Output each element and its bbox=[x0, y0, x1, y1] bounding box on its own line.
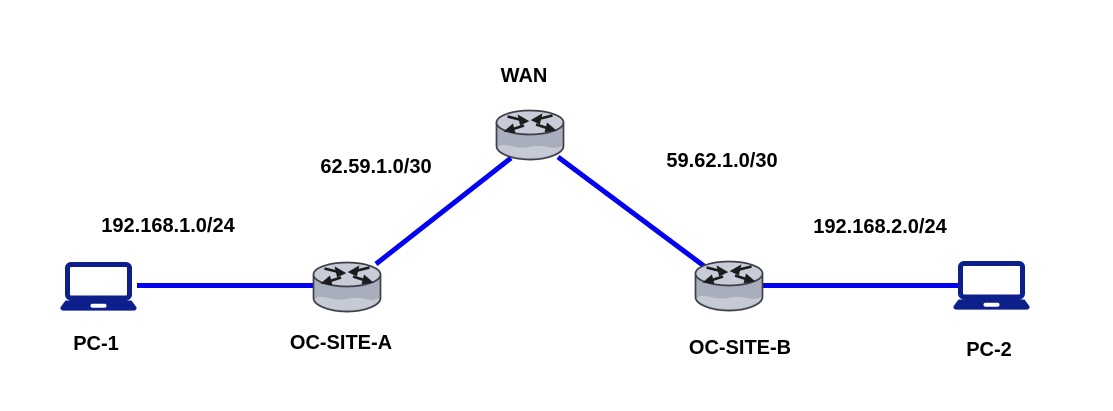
laptop-icon bbox=[953, 261, 1030, 310]
oc-site-a-node-label: OC-SITE-A bbox=[289, 332, 393, 354]
wan-node-label: WAN bbox=[500, 65, 548, 87]
subnet-label-wan-a: 62.59.1.0/30 bbox=[320, 156, 432, 178]
node-pc2 bbox=[953, 261, 1030, 310]
node-wan bbox=[495, 109, 565, 161]
laptop-icon bbox=[60, 262, 137, 311]
node-oc-site-b bbox=[693, 260, 765, 312]
subnet-label-wan-b: 59.62.1.0/30 bbox=[666, 150, 778, 172]
pc2-node-label: PC-2 bbox=[966, 339, 1012, 361]
node-oc-site-a bbox=[311, 261, 383, 313]
oc-site-b-node-label: OC-SITE-B bbox=[688, 337, 792, 359]
router-icon bbox=[495, 109, 565, 161]
link-site-a-to-wan bbox=[374, 156, 513, 266]
pc1-node-label: PC-1 bbox=[73, 333, 119, 355]
router-icon bbox=[693, 260, 765, 312]
subnet-label-lan2: 192.168.2.0/24 bbox=[813, 216, 947, 238]
router-icon bbox=[311, 261, 383, 313]
link-wan-to-site-b bbox=[556, 154, 706, 269]
subnet-label-lan1: 192.168.1.0/24 bbox=[101, 215, 235, 237]
node-pc1 bbox=[60, 262, 137, 311]
